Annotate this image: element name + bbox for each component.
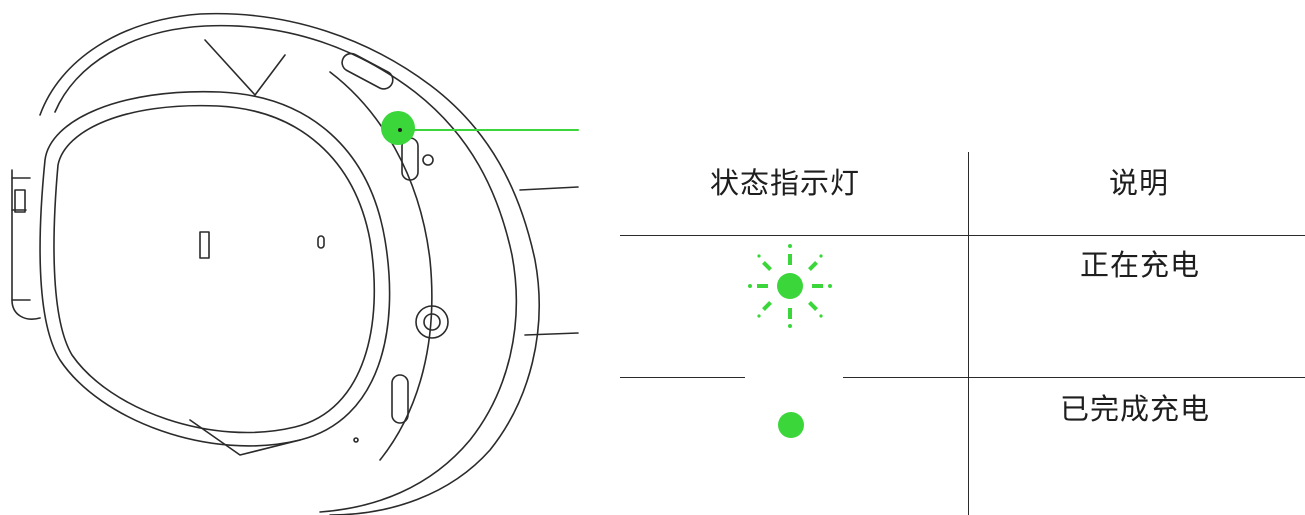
audio-jack-inner xyxy=(423,313,441,331)
header-description: 说明 xyxy=(1109,166,1170,200)
solid-green-light-icon xyxy=(778,412,804,438)
led-indicator-highlight xyxy=(381,111,415,145)
mic-hole xyxy=(353,437,359,443)
table-header-divider xyxy=(620,235,1305,236)
audio-jack-outer xyxy=(415,305,449,339)
earcup-shell-outline xyxy=(39,12,540,515)
headband-slider xyxy=(11,169,41,320)
table-row-divider-right xyxy=(843,377,1305,378)
headband-rail-bottom xyxy=(524,332,579,336)
ear-cushion-outline xyxy=(39,90,391,447)
table-column-divider xyxy=(968,152,969,515)
cushion-hole xyxy=(317,235,325,249)
power-symbol-icon xyxy=(422,154,434,166)
ear-cushion-inner xyxy=(53,104,376,434)
earcup-sidewall xyxy=(329,71,433,461)
row-charging-description: 正在充电 xyxy=(1080,248,1201,282)
side-button-top xyxy=(341,52,394,90)
row-charged-description: 已完成充电 xyxy=(1060,392,1211,426)
usb-c-port xyxy=(391,374,409,424)
headband-rail-top xyxy=(519,186,579,191)
yoke-bottom xyxy=(189,419,301,456)
table-row-divider-left xyxy=(620,377,745,378)
earcup-shell-inner-outline xyxy=(54,24,518,513)
header-indicator: 状态指示灯 xyxy=(710,166,861,200)
power-button xyxy=(401,137,419,181)
blinking-green-light-icon xyxy=(748,244,832,328)
led-dot xyxy=(398,128,402,132)
cushion-logo xyxy=(199,231,210,259)
yoke-top xyxy=(204,39,286,96)
slider-marker xyxy=(14,189,26,213)
